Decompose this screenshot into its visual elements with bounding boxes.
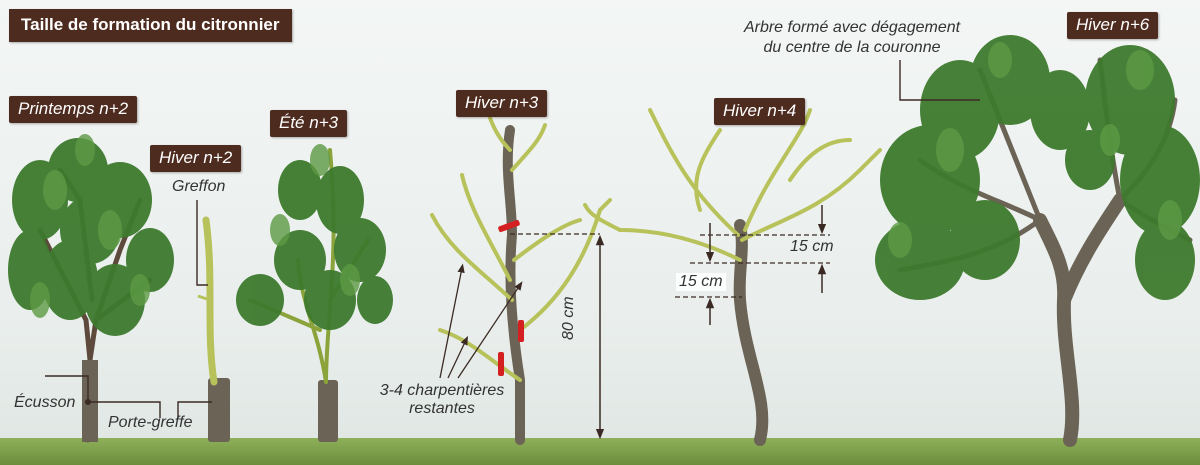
tree-hiver-n2 [197, 216, 230, 442]
annotation-arbre-line2: du centre de la couronne [763, 39, 941, 56]
annotation-charpentieres: 3-4 charpentières restantes [352, 382, 532, 418]
annotation-porte-greffe: Porte-greffe [108, 414, 193, 431]
label-hiver-n2: Hiver n+2 [150, 145, 242, 172]
label-hiver-n6: Hiver n+6 [1067, 12, 1159, 39]
diagram-title: Taille de formation du citronnier [9, 9, 292, 42]
label-hiver-n3: Hiver n+3 [456, 90, 548, 117]
annotation-15cm-upper: 15 cm [790, 238, 834, 255]
tree-hiver-n3 [430, 98, 612, 445]
label-ete-n3: Été n+3 [270, 110, 348, 137]
annotation-charpentieres-line1: 3-4 charpentières [379, 382, 505, 399]
label-hiver-n4: Hiver n+4 [714, 98, 806, 125]
annotation-arbre-forme: Arbre formé avec dégagement du centre de… [702, 18, 1002, 58]
ground [0, 438, 1200, 465]
tree-hiver-n6 [875, 35, 1200, 447]
callout-lines [45, 200, 212, 418]
label-printemps-n2: Printemps n+2 [9, 96, 138, 123]
annotation-charpentieres-line2: restantes [409, 400, 475, 417]
annotation-greffon: Greffon [172, 178, 226, 195]
annotation-ecusson: Écusson [14, 394, 76, 411]
annotation-arbre-line1: Arbre formé avec dégagement [743, 19, 961, 36]
annotation-15cm-lower: 15 cm [676, 273, 726, 291]
tree-hiver-n4 [583, 108, 882, 446]
annotation-80cm: 80 cm [560, 296, 577, 340]
tree-ete-n3 [236, 144, 393, 442]
